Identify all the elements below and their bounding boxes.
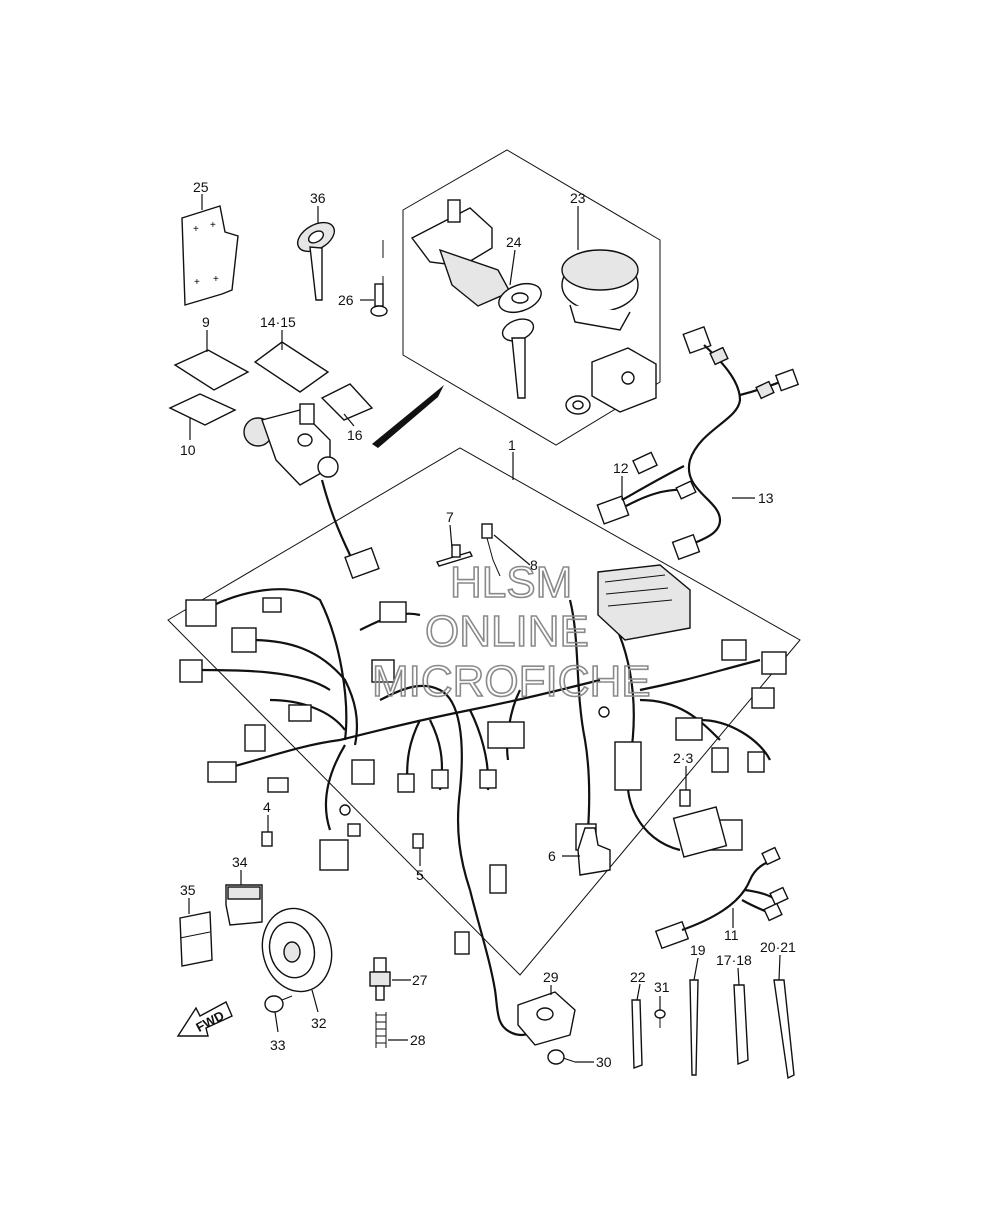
watermark: HLSM ONLINE MICROFICHE: [371, 557, 651, 707]
callout-27: 27: [412, 972, 428, 988]
svg-text:+: +: [193, 224, 199, 235]
sub-harness-part-11: [654, 846, 789, 950]
sub-harness-part-12: [596, 451, 697, 525]
callout-31: 31: [654, 979, 670, 995]
main-harness-wires: [179, 564, 787, 1037]
key-part-36: [296, 221, 336, 301]
callout-25: 25: [193, 179, 209, 195]
tie-part-22: [631, 999, 643, 1069]
callout-23: 23: [570, 190, 586, 206]
relay-part-35: [179, 911, 213, 967]
sensor-part-29: [517, 991, 576, 1046]
callout-6: 6: [548, 848, 556, 864]
callouts: 25 36 23 24 26 9 14·15 10 16 1 12 13 7 8…: [180, 179, 796, 1070]
sheet-part-10: [168, 393, 237, 426]
svg-text:+: +: [194, 277, 200, 288]
spring-part-28: [375, 1012, 387, 1048]
callout-34: 34: [232, 854, 248, 870]
bolt-part-30: [547, 1049, 576, 1065]
callout-12: 12: [613, 460, 629, 476]
callout-35: 35: [180, 882, 196, 898]
fuse-part-2-3: [679, 789, 691, 807]
callout-5: 5: [416, 867, 424, 883]
callout-32: 32: [311, 1015, 327, 1031]
callout-19: 19: [690, 942, 706, 958]
callout-11: 11: [724, 927, 739, 943]
callout-1: 1: [508, 437, 516, 453]
assembly-arrow: [372, 385, 444, 448]
callout-28: 28: [410, 1032, 426, 1048]
horn-part-32: [261, 907, 333, 993]
callout-26: 26: [338, 292, 354, 308]
callout-16: 16: [347, 427, 363, 443]
switch-part-27: [369, 957, 391, 1001]
lock-set-components: [410, 199, 657, 415]
callout-7: 7: [446, 509, 454, 525]
callout-33: 33: [270, 1037, 286, 1053]
callout-17-18: 17·18: [716, 952, 752, 968]
screw-part-31: [654, 1009, 666, 1028]
watermark-line3: MICROFICHE: [372, 657, 651, 706]
callout-29: 29: [543, 969, 559, 985]
callout-36: 36: [310, 190, 326, 206]
svg-text:+: +: [210, 220, 216, 231]
watermark-line1: HLSM: [450, 558, 572, 607]
switch-part-8: [481, 523, 501, 577]
callout-13: 13: [758, 490, 774, 506]
sheet-part-14-15: [253, 341, 330, 393]
callout-8: 8: [530, 557, 538, 573]
svg-text:+: +: [213, 274, 219, 285]
callout-10: 10: [180, 442, 196, 458]
callout-24: 24: [506, 234, 522, 250]
tie-part-19: [689, 979, 699, 1076]
harness-frame: [167, 447, 801, 976]
screw-part-26: [370, 240, 388, 317]
tie-part-20-21: [773, 979, 795, 1080]
sheet-part-16: [320, 383, 374, 421]
callout-22: 22: [630, 969, 646, 985]
callout-2-3: 2·3: [673, 750, 693, 766]
callout-30: 30: [596, 1054, 612, 1070]
fuse-part-4: [261, 831, 273, 847]
watermark-line2: ONLINE: [425, 607, 589, 656]
callout-9: 9: [202, 314, 210, 330]
leader-lines: [188, 194, 781, 1063]
clamp-part-7: [436, 544, 473, 567]
tie-part-17-18: [733, 984, 749, 1066]
sheet-part-9: [173, 349, 250, 391]
callout-14-15: 14·15: [260, 314, 296, 330]
ignition-set-frame: [402, 149, 661, 446]
sub-harness-part-13: [671, 325, 800, 561]
plate-part-25: + + + +: [181, 205, 239, 306]
relay-part-34: [225, 884, 263, 926]
fuse-part-5: [412, 833, 424, 849]
bolt-part-33: [264, 995, 293, 1013]
cover-part-6: [577, 827, 611, 876]
callout-4: 4: [263, 799, 271, 815]
callout-20-21: 20·21: [760, 939, 796, 955]
ignition-switch-left: [243, 403, 380, 580]
fwd-arrow: [176, 1001, 233, 1037]
